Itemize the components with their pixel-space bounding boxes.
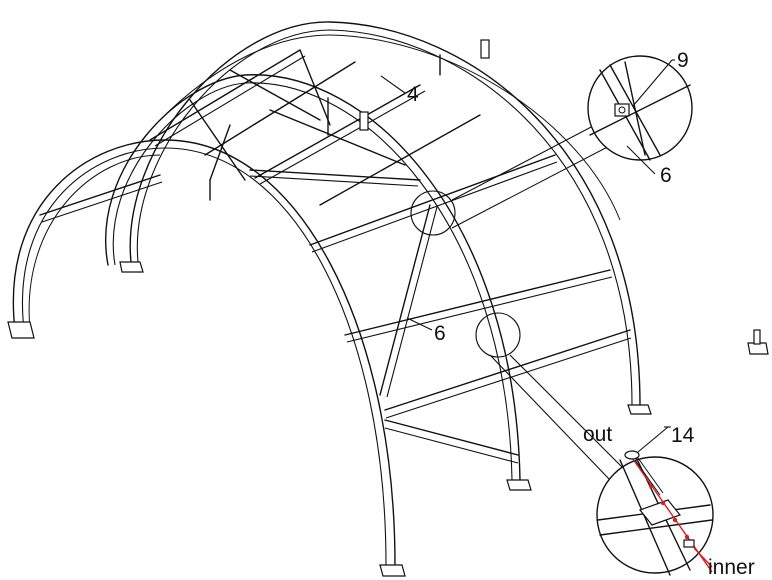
greenhouse-frame — [7, 21, 769, 577]
callout-lower-joint — [475, 312, 714, 576]
roof-purlins — [39, 49, 481, 223]
label-part-14: 14 — [671, 424, 695, 447]
diagonal-brace — [379, 204, 438, 398]
label-side-out: out — [583, 423, 612, 446]
side-purlins — [309, 154, 632, 464]
base-plates — [7, 261, 769, 577]
label-side-inner: inner — [708, 556, 755, 579]
callout-upper-joint — [410, 55, 693, 236]
middle-arch — [105, 74, 521, 481]
front-arch — [12, 139, 396, 566]
label-part-6-frame: 6 — [434, 322, 446, 345]
label-part-6-detail: 6 — [660, 164, 672, 187]
back-arch — [129, 21, 641, 406]
label-part-4: 4 — [407, 83, 419, 106]
roof-bracing — [189, 49, 421, 187]
end-wall-posts — [209, 39, 490, 201]
label-part-9: 9 — [677, 49, 689, 72]
part-labels: 9 4 6 6 14 out inner — [380, 49, 755, 579]
